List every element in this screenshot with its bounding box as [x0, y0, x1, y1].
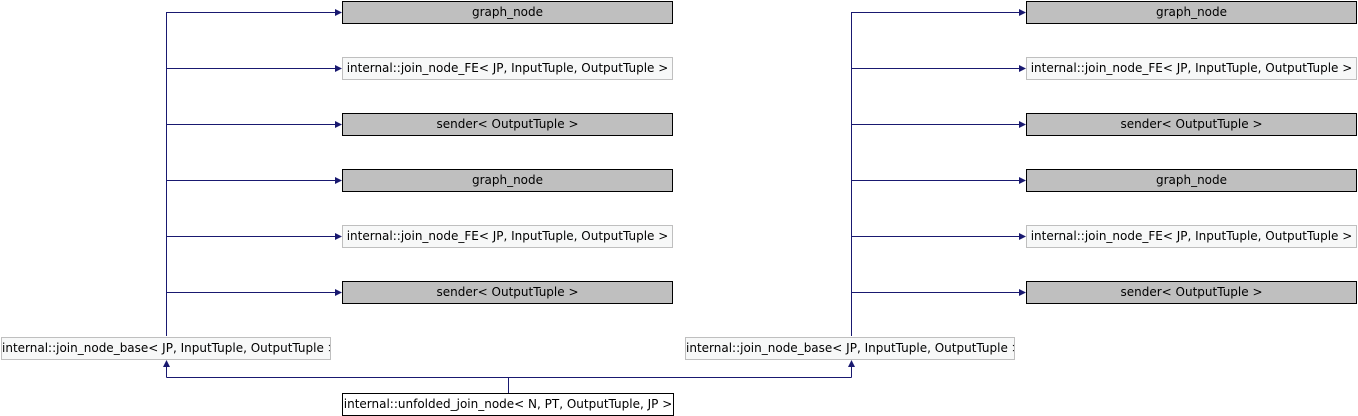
node-right-join-node-base[interactable]: internal::join_node_base< JP, InputTuple…: [685, 337, 1015, 360]
derived-right-arrow: [848, 360, 855, 367]
right-edge-arrow-3: [1019, 121, 1026, 128]
node-left-join-node-base[interactable]: internal::join_node_base< JP, InputTuple…: [1, 337, 331, 360]
right-edge-arrow-5: [1019, 233, 1026, 240]
node-left-sender-2[interactable]: sender< OutputTuple >: [342, 281, 673, 304]
node-left-sender-1[interactable]: sender< OutputTuple >: [342, 113, 673, 136]
right-edge-arrow-4: [1019, 177, 1026, 184]
derived-left-arrow: [163, 360, 170, 367]
node-right-join-node-fe-2[interactable]: internal::join_node_FE< JP, InputTuple, …: [1026, 225, 1357, 248]
right-edge-arrow-1: [1019, 9, 1026, 16]
left-edge-arrow-4: [335, 177, 342, 184]
right-edge-arrow-6: [1019, 289, 1026, 296]
right-edge-arrow-2: [1019, 65, 1026, 72]
node-right-graph-node-2[interactable]: graph_node: [1026, 169, 1357, 192]
node-left-join-node-fe-2[interactable]: internal::join_node_FE< JP, InputTuple, …: [342, 225, 673, 248]
node-left-graph-node-1[interactable]: graph_node: [342, 1, 673, 24]
left-edge-arrow-5: [335, 233, 342, 240]
node-right-sender-2[interactable]: sender< OutputTuple >: [1026, 281, 1357, 304]
left-edge-arrow-1: [335, 9, 342, 16]
node-unfolded-join-node[interactable]: internal::unfolded_join_node< N, PT, Out…: [342, 393, 674, 416]
node-right-sender-1[interactable]: sender< OutputTuple >: [1026, 113, 1357, 136]
left-edge-arrow-3: [335, 121, 342, 128]
node-right-graph-node-1[interactable]: graph_node: [1026, 1, 1357, 24]
node-right-join-node-fe-1[interactable]: internal::join_node_FE< JP, InputTuple, …: [1026, 57, 1357, 80]
node-left-join-node-fe-1[interactable]: internal::join_node_FE< JP, InputTuple, …: [342, 57, 673, 80]
node-left-graph-node-2[interactable]: graph_node: [342, 169, 673, 192]
left-edge-arrow-2: [335, 65, 342, 72]
left-edge-arrow-6: [335, 289, 342, 296]
